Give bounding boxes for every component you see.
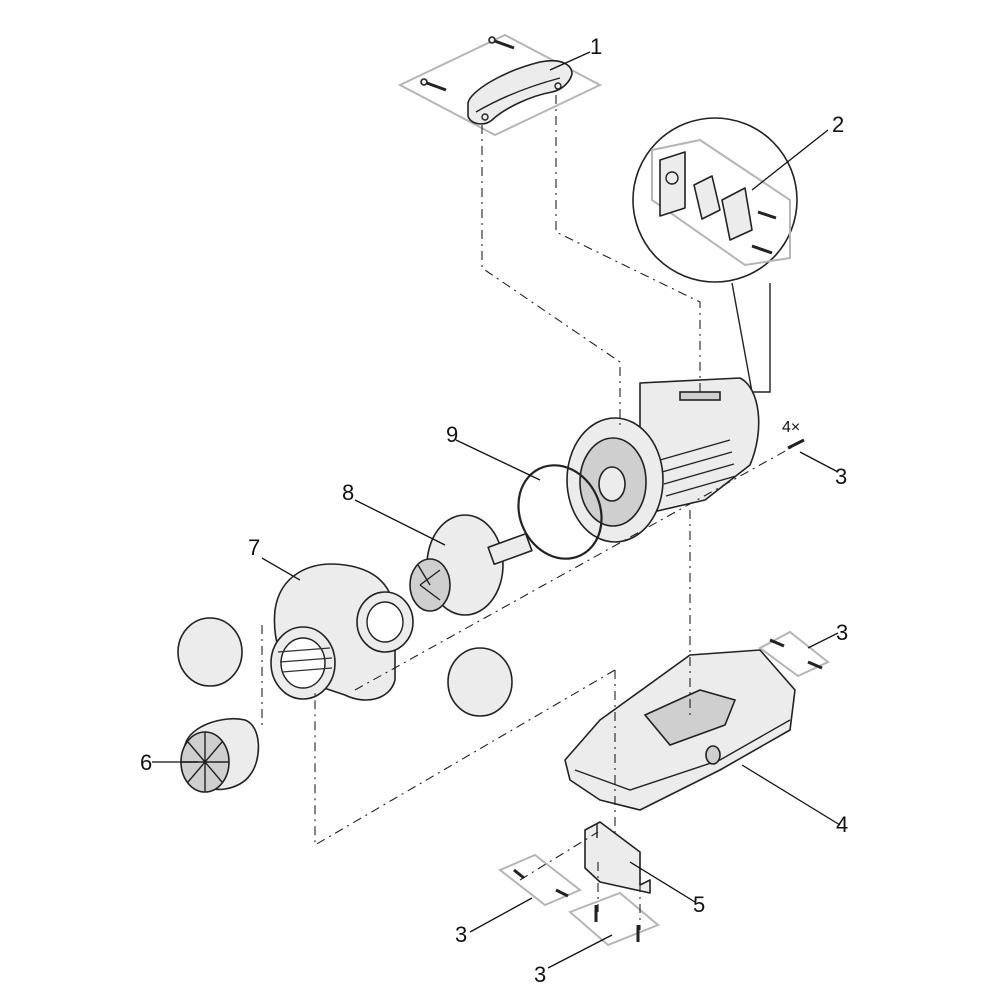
motor-top-slot	[679, 391, 721, 401]
handle-screw-left	[420, 78, 447, 92]
callout-handle: 1	[590, 34, 602, 59]
screw-kit-base-right-outline	[758, 630, 830, 678]
handle-kit-outline	[397, 33, 603, 137]
callout-screw-count: 4×	[782, 419, 800, 436]
screw-bracket-left-1	[513, 868, 525, 880]
assembly-axis-lines	[261, 95, 806, 930]
housing-side-outlet-bore	[366, 601, 404, 643]
screw-base-right-1	[769, 638, 785, 648]
callout-filter-cap: 6	[140, 750, 152, 775]
housing-front-threads	[277, 647, 333, 673]
leader-lines	[152, 51, 841, 969]
bracket-part	[584, 821, 651, 894]
filter-cap-grille-bars	[181, 732, 229, 792]
bracket-body	[584, 821, 651, 894]
cap-right-body	[447, 647, 513, 717]
screw-kit-base-right	[758, 630, 830, 678]
callout-screw-top: 3	[835, 464, 847, 489]
housing-front-outlet-bore	[280, 637, 326, 689]
callout-bracket: 5	[693, 892, 705, 917]
cap-right	[447, 647, 513, 717]
callout-pump-housing: 7	[248, 535, 260, 560]
cap-left-body	[177, 617, 243, 687]
panel-screw-2	[751, 244, 773, 255]
base-cover-recess	[643, 689, 737, 746]
panel-plate-hole	[665, 171, 679, 185]
callout-screw-bracket-left: 3	[455, 922, 467, 947]
panel-screw-1	[757, 210, 777, 220]
base-cover-part	[564, 649, 796, 811]
callout-impeller: 8	[342, 480, 354, 505]
screw-bracket-left-2	[555, 888, 569, 898]
screw-kit-bracket-bottom	[568, 891, 660, 947]
callout-base-cover: 4	[836, 812, 848, 837]
screw-base-right-2	[807, 660, 823, 670]
detail-bubble-pointer	[731, 282, 771, 393]
screw-kit-bracket-bottom-outline	[568, 891, 660, 947]
handle-hole-left	[481, 113, 489, 121]
handle-hole-right	[554, 82, 562, 90]
screw-kit-top-right	[787, 438, 805, 450]
handle-edge	[475, 77, 561, 113]
screw-kit-bracket-left-outline	[498, 853, 582, 907]
panel-seal	[693, 175, 721, 220]
impeller-vane-lines	[417, 564, 441, 601]
screw-top-right	[787, 438, 805, 450]
connection-panel-detail	[632, 117, 798, 393]
filter-cap-part	[180, 718, 260, 793]
callout-screw-bracket-bottom: 3	[534, 962, 546, 987]
callout-o-ring: 9	[446, 422, 458, 447]
callout-screw-base-right: 3	[836, 620, 848, 645]
motor-cooling-fins	[659, 439, 737, 497]
pump-housing-part	[270, 563, 414, 701]
handle-screw-top	[488, 36, 515, 50]
handle-part	[467, 59, 573, 125]
motor-body	[566, 377, 760, 543]
handle-kit	[397, 33, 603, 137]
panel-block	[721, 187, 753, 241]
screw-kit-bracket-left	[498, 853, 582, 907]
base-cover-hole	[705, 745, 721, 765]
impeller-part	[409, 514, 533, 616]
o-ring-part	[517, 464, 603, 560]
connection-kit-outline	[651, 138, 791, 267]
impeller-shaft	[487, 532, 533, 566]
motor-rear-casing	[639, 377, 760, 516]
motor-shaft-seat	[598, 466, 626, 502]
cap-left	[177, 617, 243, 687]
callout-connection-panel: 2	[832, 112, 844, 137]
callout-labels: 1 2 4× 3 3 4 5 3 3 6 7 8 9	[140, 34, 848, 987]
base-cover-edge	[574, 719, 791, 791]
